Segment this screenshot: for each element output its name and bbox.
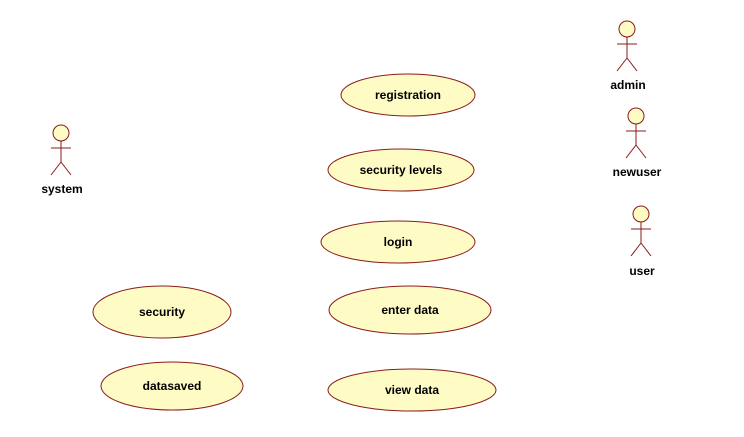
actor-head-icon <box>632 205 650 223</box>
usecase-login[interactable]: login <box>320 220 476 264</box>
usecase-label: enter data <box>381 303 439 317</box>
usecase-label: view data <box>385 383 439 397</box>
usecase-label: login <box>384 235 413 249</box>
actor-head-icon <box>618 20 636 38</box>
usecase-label: security <box>139 305 185 319</box>
actor-label: system <box>41 182 82 196</box>
usecase-view-data[interactable]: view data <box>327 368 497 412</box>
actor-label: admin <box>610 78 645 92</box>
actor-label: user <box>629 264 655 278</box>
usecase-datasaved[interactable]: datasaved <box>100 361 244 411</box>
actor-head-icon <box>52 124 70 142</box>
actor-system[interactable]: system <box>41 124 83 196</box>
usecase-registration[interactable]: registration <box>340 73 476 117</box>
actor-admin[interactable]: admin <box>610 20 646 92</box>
usecase-label: security levels <box>360 163 443 177</box>
usecase-label: datasaved <box>143 379 202 393</box>
actor-head-icon <box>627 107 645 125</box>
actor-newuser[interactable]: newuser <box>613 107 662 179</box>
usecase-enter-data[interactable]: enter data <box>328 285 492 335</box>
usecase-security-levels[interactable]: security levels <box>327 148 475 192</box>
usecase-security[interactable]: security <box>92 285 232 339</box>
usecase-label: registration <box>375 88 441 102</box>
actor-user[interactable]: user <box>629 205 655 278</box>
actor-label: newuser <box>613 165 662 179</box>
